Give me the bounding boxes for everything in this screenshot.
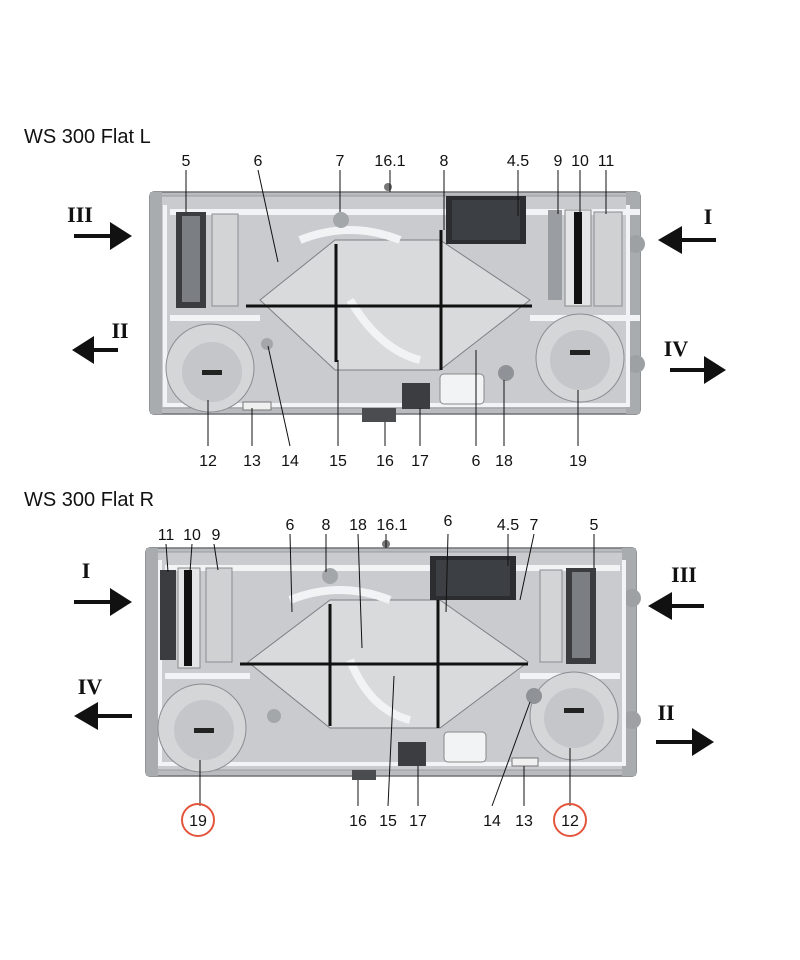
unit-r-highlight-12 [553,803,587,837]
unit-r-label-19: 19 [189,813,207,830]
unit-l-leader-lines [185,169,607,447]
unit-l-label-9: 9 [554,153,563,170]
unit-l-label-12: 12 [199,453,217,470]
unit-r-label-16-1: 16.1 [376,517,407,534]
unit-r-leader-lines [165,533,595,807]
unit-l-label-14: 14 [281,453,299,470]
unit-r-label-5: 5 [590,517,599,534]
unit-l-arrow-i: I [658,204,716,254]
unit-r-label-7: 7 [530,517,539,534]
unit-r-label-6-left: 6 [286,517,295,534]
unit-l-arrow-iii: III [67,202,132,250]
unit-r-label-18: 18 [349,517,367,534]
unit-l-label-13: 13 [243,453,261,470]
unit-r-arrow-iv-label: IV [78,674,103,699]
unit-r-label-10: 10 [183,527,201,544]
unit-r-title: WS 300 Flat R [24,489,154,511]
unit-l-label-16-1: 16.1 [374,153,405,170]
unit-r-label-9: 9 [212,527,221,544]
unit-r-arrow-iv: IV [74,674,132,730]
unit-r-label-16: 16 [349,813,367,830]
unit-r-housing [145,540,641,780]
unit-r: WS 300 Flat R [24,489,714,837]
unit-l-label-17: 17 [411,453,429,470]
unit-r-label-4-5: 4.5 [497,517,519,534]
unit-r-label-13: 13 [515,813,533,830]
unit-r-label-6-right: 6 [444,513,453,530]
unit-l: WS 300 Flat L [24,126,726,470]
unit-r-arrow-ii-label: II [657,700,674,725]
unit-l-label-7: 7 [336,153,345,170]
unit-l-label-19: 19 [569,453,587,470]
unit-l-arrow-i-label: I [704,204,713,229]
unit-l-arrow-ii: II [72,318,129,364]
unit-r-arrow-ii: II [656,700,714,756]
unit-l-label-5: 5 [182,153,191,170]
unit-l-arrow-iii-label: III [67,202,93,227]
unit-r-arrow-iii-label: III [671,562,697,587]
unit-r-label-8: 8 [322,517,331,534]
unit-l-label-11: 11 [598,153,615,170]
unit-l-label-16: 16 [376,453,394,470]
unit-l-arrow-iv: IV [664,336,726,384]
unit-r-highlight-19 [181,803,215,837]
unit-l-label-15: 15 [329,453,347,470]
unit-r-label-14: 14 [483,813,501,830]
unit-r-arrow-iii: III [648,562,704,620]
unit-l-label-18: 18 [495,453,513,470]
unit-r-label-12: 12 [561,813,579,830]
unit-l-label-4-5: 4.5 [507,153,529,170]
unit-l-arrow-iv-label: IV [664,336,689,361]
unit-l-housing [149,183,645,422]
unit-l-label-10: 10 [571,153,589,170]
unit-l-label-6-top: 6 [254,153,263,170]
unit-r-label-17: 17 [409,813,427,830]
unit-r-label-15: 15 [379,813,397,830]
unit-r-arrow-i: I [74,558,132,616]
unit-l-title: WS 300 Flat L [24,126,151,148]
unit-l-arrow-ii-label: II [111,318,128,343]
unit-l-label-6-bottom: 6 [472,453,481,470]
unit-r-arrow-i-label: I [82,558,91,583]
unit-r-label-11: 11 [158,527,175,544]
unit-l-label-8: 8 [440,153,449,170]
